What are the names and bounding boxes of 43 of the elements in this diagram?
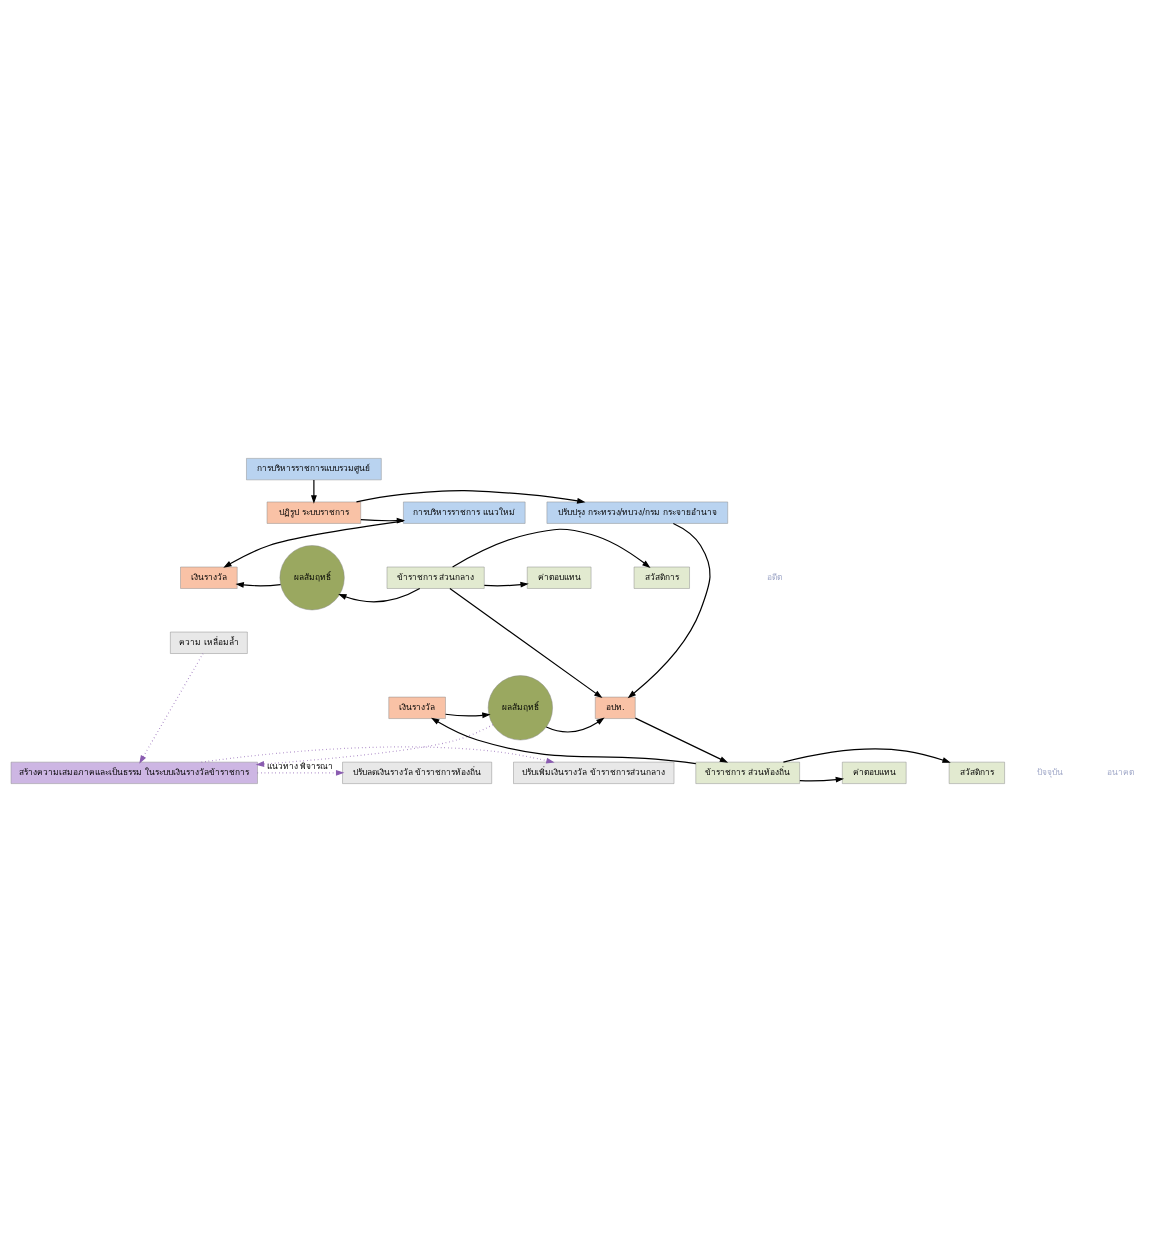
arrow <box>223 520 404 568</box>
arrow <box>355 489 586 504</box>
arrow <box>799 776 845 783</box>
edge-label: แนวทาง พิจารณา <box>266 760 334 771</box>
arrow <box>256 769 345 776</box>
node-box: สวัสดิการ <box>948 761 1005 784</box>
node-box: การบริหารราชการแบบรวมศูนย์ <box>246 457 382 480</box>
arrow <box>338 587 421 602</box>
node-box: การบริหารราชการ แนวใหม่ <box>403 501 526 524</box>
arrow <box>634 717 729 763</box>
node-box: สวัสดิการ <box>633 566 690 589</box>
label: อดีต <box>767 571 783 582</box>
node-box: อปท. <box>595 696 636 719</box>
arrow <box>431 717 697 764</box>
arrow <box>360 517 406 524</box>
arrow <box>452 528 651 568</box>
node-box: ข้าราชการ ส่วนท้องถิ่น <box>695 761 800 784</box>
node-box: ความ เหลื่อมล้ำ <box>170 631 248 654</box>
node-box: สร้างความเสมอภาคและเป็นธรรม ในระบบเงินรางวัลข้าราชการ <box>10 761 258 784</box>
arrow <box>235 581 282 588</box>
node-box: ข้าราชการ ส่วนกลาง <box>386 566 485 589</box>
node-box: เงินรางวัล <box>388 696 446 719</box>
arrow <box>444 711 491 718</box>
arrow <box>310 478 317 504</box>
arrow <box>449 587 603 698</box>
node-box: ปฏิรูป ระบบราชการ <box>266 501 361 524</box>
arrow <box>545 717 605 733</box>
arrow <box>483 581 529 588</box>
label: ปัจจุบัน <box>1037 766 1064 777</box>
arrow <box>139 652 204 764</box>
node-box: เงินรางวัล <box>180 566 238 589</box>
node-circle: ผลสัมฤทธิ์ <box>487 674 553 740</box>
arrow <box>255 723 494 767</box>
node-box: ค่าตอบแทน <box>527 566 592 589</box>
label: อนาคต <box>1106 766 1134 777</box>
node-box: ปรับปรุง กระทรวง/ทบวง/กรม กระจายอำนาจ <box>546 501 728 524</box>
node-box: ค่าตอบแทน <box>842 761 907 784</box>
node-circle: ผลสัมฤทธิ์ <box>279 544 345 610</box>
node-box: ปรับลดเงินรางวัล ข้าราชการท้องถิ่น <box>342 761 492 784</box>
arrow <box>201 745 555 763</box>
arrow <box>782 747 951 763</box>
arrow <box>627 522 711 698</box>
node-box: ปรับเพิ่มเงินรางวัล ข้าราชการส่วนกลาง <box>513 761 675 784</box>
